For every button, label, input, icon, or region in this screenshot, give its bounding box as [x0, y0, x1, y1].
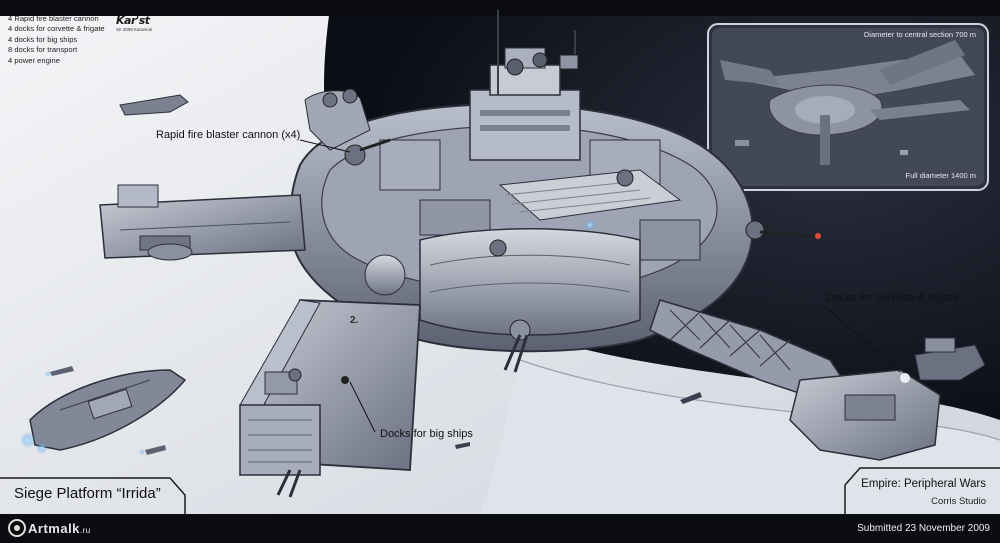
spec-line: 4 power engine [8, 55, 60, 65]
blaster-cannon-4 [616, 169, 634, 187]
project-name: Empire: Peripheral Wars [861, 478, 986, 490]
small-fighters [45, 366, 702, 455]
artwork-title: Siege Platform “Irrida” [14, 485, 161, 502]
dock-number: 2. [350, 315, 359, 326]
spec-line: 4 Rapid fire blaster cannon [8, 14, 99, 23]
inset-central-diameter: Diameter to central section 700 m [863, 30, 976, 39]
studio-name: Corris Studio [931, 496, 986, 507]
blaster-cannon-1 [344, 138, 391, 166]
artist-signature: Kar'st XII 2009 Karamok [116, 14, 160, 40]
dock-arm-big-ships [239, 254, 421, 498]
planet-limb [480, 360, 1000, 514]
site-logo[interactable]: Artmalk.ru [8, 517, 91, 539]
signature-sub: XII 2009 Karamok [116, 27, 153, 32]
logo-suffix: .ru [79, 525, 91, 535]
logo-text: Artmalk [28, 520, 80, 536]
dock-arm-left [99, 184, 306, 261]
callout-leaders [299, 139, 901, 433]
callout-big-ship-docks: Docks for big ships [380, 428, 473, 440]
escort-ship-small [119, 94, 189, 116]
logo-ring-icon [8, 519, 26, 537]
inset-panel [707, 23, 989, 191]
project-credit: Empire: Peripheral Wars Corris Studio [861, 478, 986, 507]
callout-cannon: Rapid fire blaster cannon (x4) [156, 129, 301, 141]
station-main-hull [289, 10, 821, 373]
dock-arm-right-truss [649, 299, 941, 461]
escort-ship-large [20, 369, 187, 454]
callout-corvette-docks: Docks for corvette & frigate [826, 292, 959, 304]
specs-list: 4 Rapid fire blaster cannon 4 docks for … [8, 14, 105, 66]
signature-name: Kar'st [116, 14, 150, 27]
docked-corvette [914, 337, 986, 381]
submitted-date: Submitted 23 November 2009 [857, 523, 990, 534]
blaster-cannon-3 [489, 239, 507, 257]
spec-line: 4 docks for big ships [8, 34, 78, 44]
spec-line: 8 docks for transport [8, 45, 78, 55]
title-frames [0, 467, 1000, 514]
dock-arm-upper-left [304, 88, 371, 151]
spec-line: 4 docks for corvette & frigate [8, 24, 105, 34]
front-dome [419, 228, 641, 373]
footer-bar [0, 514, 1000, 543]
central-tower [469, 10, 581, 161]
blaster-cannon-2 [745, 220, 821, 240]
inset-full-diameter: Full diameter 1400 m [905, 171, 976, 180]
